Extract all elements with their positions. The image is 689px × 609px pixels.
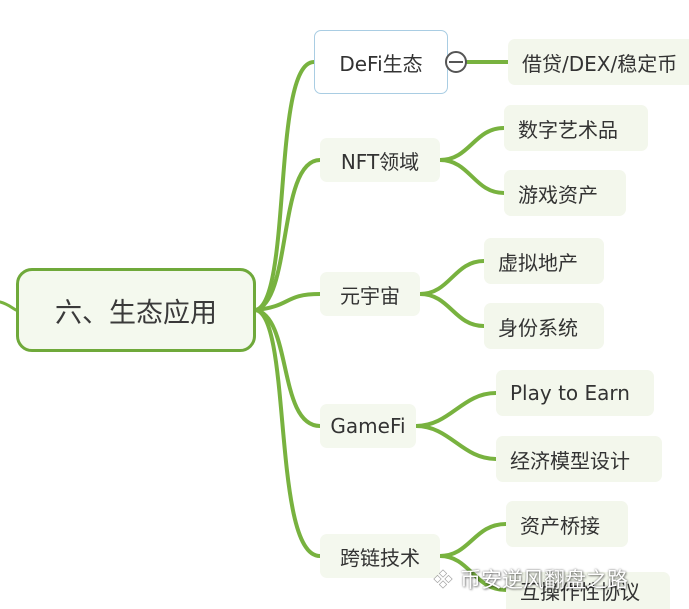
leaf-asset-bridge-label: 资产桥接 [520, 513, 600, 538]
leaf-digital-art-label: 数字艺术品 [518, 117, 618, 142]
leaf-virtual-land[interactable]: 虚拟地产 [484, 238, 604, 284]
leaf-play-to-earn[interactable]: Play to Earn [496, 370, 654, 416]
branch-nft-label: NFT领域 [340, 149, 420, 174]
leaf-asset-bridge[interactable]: 资产桥接 [506, 501, 628, 547]
leaf-interop-protocol[interactable]: 互操作性协议 [506, 572, 670, 609]
branch-gamefi[interactable]: GameFi [320, 404, 416, 448]
leaf-lending-dex-stablecoin[interactable]: 借贷/DEX/稳定币 [508, 39, 689, 85]
watermark: 币安逆风翻盘之路 [432, 564, 628, 594]
leaf-identity-system-label: 身份系统 [498, 315, 578, 340]
leaf-game-assets[interactable]: 游戏资产 [504, 170, 626, 216]
branch-crosschain-label: 跨链技术 [340, 545, 420, 570]
branch-crosschain[interactable]: 跨链技术 [320, 534, 440, 578]
watermark-logo-icon [433, 569, 453, 589]
connector-root-metaverse [254, 292, 322, 312]
connector-metaverse-identity [418, 292, 486, 328]
branch-defi[interactable]: DeFi生态 [314, 30, 448, 94]
connector-gamefi-econ [414, 424, 498, 461]
branch-defi-label: DeFi生态 [339, 51, 423, 76]
leaf-economic-model[interactable]: 经济模型设计 [496, 436, 662, 482]
connector-crosschain-bridge [438, 522, 508, 558]
connector-nft-art [438, 126, 506, 162]
connector-nft-gameassets [438, 158, 506, 195]
connector-root-crosschain [254, 308, 322, 558]
branch-metaverse-label: 元宇宙 [340, 283, 400, 308]
leaf-play-to-earn-label: Play to Earn [510, 381, 630, 405]
connector-gamefi-p2e [414, 391, 498, 428]
connector-metaverse-land [418, 259, 486, 296]
leaf-lending-dex-stablecoin-label: 借贷/DEX/稳定币 [522, 51, 678, 76]
root-node-label: 六、生态应用 [55, 297, 217, 329]
branch-nft[interactable]: NFT领域 [320, 138, 440, 182]
connector-crosschain-interop [438, 554, 508, 592]
branch-metaverse[interactable]: 元宇宙 [320, 272, 420, 316]
leaf-virtual-land-label: 虚拟地产 [498, 250, 578, 275]
leaf-interop-protocol-label: 互操作性协议 [520, 580, 640, 604]
leaf-game-assets-label: 游戏资产 [518, 182, 598, 207]
leaf-economic-model-label: 经济模型设计 [510, 448, 630, 473]
connector-root-defi [254, 60, 316, 312]
watermark-text: 币安逆风翻盘之路 [460, 568, 628, 592]
connector-root-left [0, 300, 18, 312]
connector-root-nft [254, 158, 322, 312]
branch-gamefi-label: GameFi [330, 414, 406, 438]
leaf-identity-system[interactable]: 身份系统 [484, 303, 604, 349]
connector-root-gamefi [254, 308, 322, 428]
leaf-digital-art[interactable]: 数字艺术品 [504, 105, 648, 151]
root-node[interactable]: 六、生态应用 [16, 268, 256, 352]
collapse-toggle-icon[interactable] [445, 51, 467, 73]
